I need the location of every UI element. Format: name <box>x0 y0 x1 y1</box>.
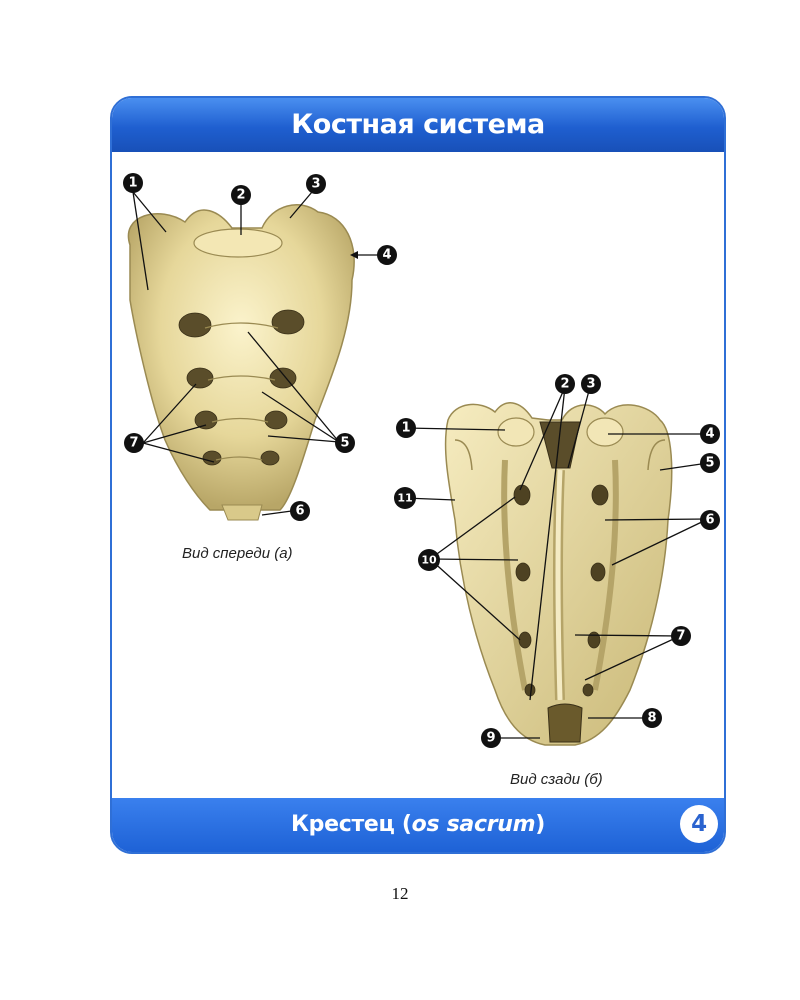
back-marker-1: 1 <box>396 418 416 438</box>
front-leader-lines <box>132 191 378 516</box>
back-marker-11: 11 <box>394 487 416 509</box>
svg-text:2: 2 <box>236 188 245 203</box>
svg-text:8: 8 <box>647 711 656 726</box>
footer-title-latin: os sacrum <box>411 812 536 837</box>
footer-title-main: Крестец ( <box>290 812 412 837</box>
svg-text:7: 7 <box>676 629 685 644</box>
svg-text:4: 4 <box>382 248 391 263</box>
svg-text:11: 11 <box>397 492 412 505</box>
front-marker-6: 6 <box>290 501 310 521</box>
caption-front-view: Вид спереди (а) <box>182 545 293 562</box>
front-marker-4: 4 <box>377 245 397 265</box>
svg-text:6: 6 <box>705 513 714 528</box>
back-marker-4: 4 <box>700 424 720 444</box>
svg-text:5: 5 <box>340 436 349 451</box>
footer-title: Крестец (os sacrum) 4 <box>112 798 724 852</box>
svg-text:3: 3 <box>586 377 595 392</box>
svg-text:5: 5 <box>705 456 714 471</box>
sacrum-front-view <box>127 204 355 521</box>
svg-text:7: 7 <box>129 436 138 451</box>
back-marker-7: 7 <box>671 626 691 646</box>
back-marker-10: 10 <box>418 549 440 571</box>
back-marker-8: 8 <box>642 708 662 728</box>
svg-text:10: 10 <box>421 554 437 567</box>
svg-text:1: 1 <box>401 421 410 436</box>
chapter-badge: 4 <box>680 805 718 843</box>
svg-text:9: 9 <box>486 731 495 746</box>
svg-text:2: 2 <box>560 377 569 392</box>
page-number: 12 <box>391 884 409 903</box>
back-marker-9: 9 <box>481 728 501 748</box>
svg-text:4: 4 <box>705 427 714 442</box>
front-marker-2: 2 <box>231 185 251 205</box>
svg-text:6: 6 <box>295 504 304 519</box>
front-marker-5: 5 <box>335 433 355 453</box>
svg-text:1: 1 <box>128 176 137 191</box>
back-marker-3: 3 <box>581 374 601 394</box>
sacrum-back-view <box>444 402 673 746</box>
caption-back-view: Вид сзади (б) <box>510 771 603 788</box>
front-marker-7: 7 <box>124 433 144 453</box>
front-marker-3: 3 <box>306 174 326 194</box>
front-marker-1: 1 <box>123 173 143 193</box>
back-marker-5: 5 <box>700 453 720 473</box>
back-leader-lines <box>404 386 709 739</box>
footer-title-end: ) <box>535 812 546 837</box>
svg-text:3: 3 <box>311 177 320 192</box>
back-marker-6: 6 <box>700 510 720 530</box>
header-title: Костная система <box>112 98 724 152</box>
back-marker-2: 2 <box>555 374 575 394</box>
